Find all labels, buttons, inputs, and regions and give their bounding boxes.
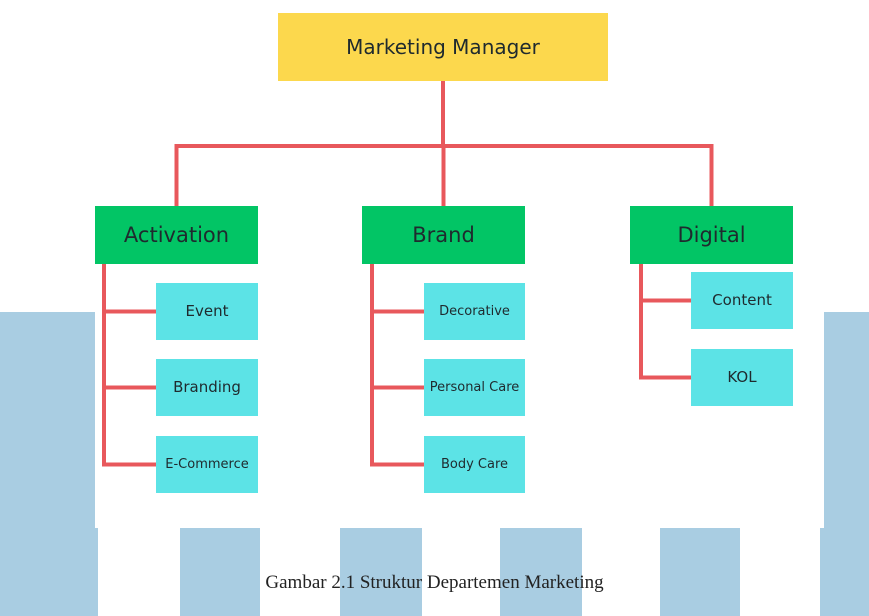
unit-kol-box: KOL [691, 349, 793, 406]
unit-label: Event [185, 302, 229, 321]
unit-decorative-box: Decorative [424, 283, 525, 340]
department-digital-box: Digital [630, 206, 793, 264]
department-brand-box: Brand [362, 206, 525, 264]
unit-label: Content [712, 291, 772, 310]
unit-content-box: Content [691, 272, 793, 329]
unit-e-commerce-box: E-Commerce [156, 436, 258, 493]
department-label: Brand [412, 222, 475, 247]
unit-label: Branding [173, 378, 241, 397]
department-label: Digital [677, 222, 746, 247]
unit-label: E-Commerce [165, 456, 249, 472]
unit-body-care-box: Body Care [424, 436, 525, 493]
unit-label: Body Care [440, 456, 509, 472]
unit-branding-box: Branding [156, 359, 258, 416]
watermark-stroke [820, 312, 869, 616]
unit-label: Decorative [439, 303, 510, 319]
unit-label: Personal Care [429, 379, 520, 395]
marketing-manager-label: Marketing Manager [346, 34, 540, 59]
watermark-stroke [0, 312, 98, 616]
unit-label: KOL [727, 368, 757, 387]
figure-caption: Gambar 2.1 Struktur Departemen Marketing [265, 572, 604, 593]
marketing-manager-box: Marketing Manager [278, 13, 608, 81]
unit-event-box: Event [156, 283, 258, 340]
department-activation-box: Activation [95, 206, 258, 264]
unit-personal-care-box: Personal Care [424, 359, 525, 416]
department-label: Activation [123, 222, 230, 247]
